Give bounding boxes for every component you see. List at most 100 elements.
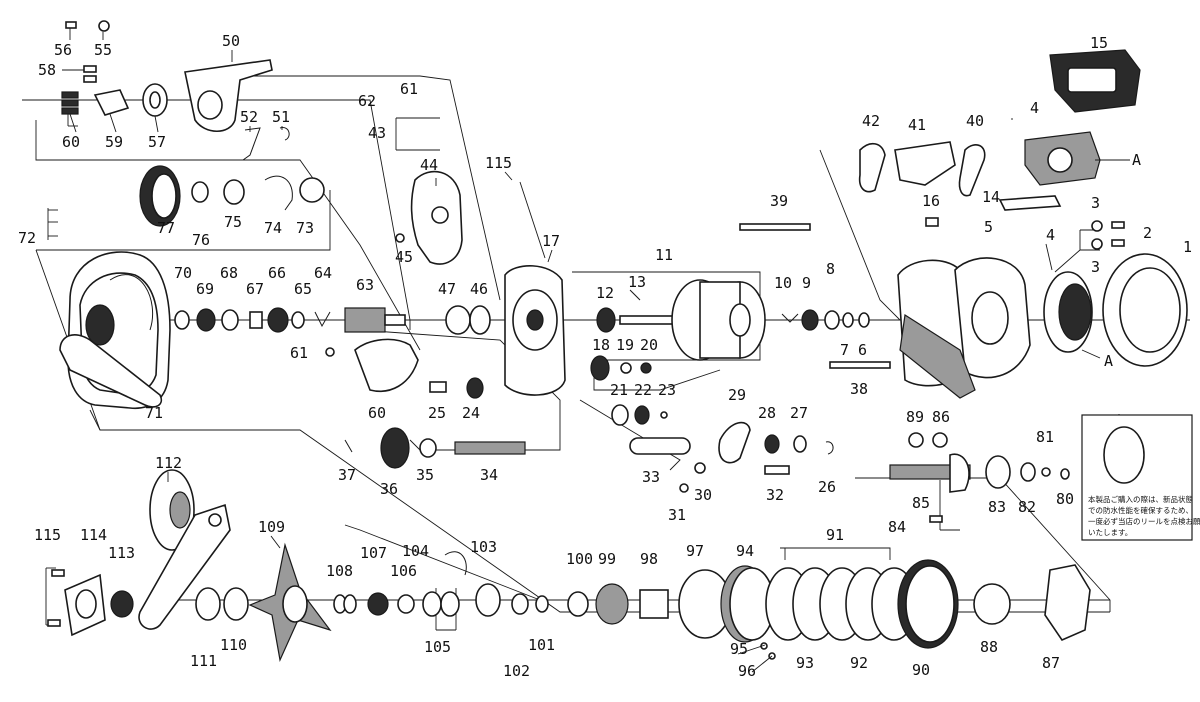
note-line-3: 一度必ず当店のリールを点検お願い — [1088, 516, 1200, 526]
part-label-115: 115 — [485, 154, 512, 172]
part-label-30: 30 — [694, 486, 712, 504]
part-label-39: 39 — [770, 192, 788, 210]
part-label-78: 80 — [1056, 490, 1074, 508]
part-label-77: 77 — [157, 219, 175, 237]
part-label-25: 25 — [428, 404, 446, 422]
part-label-57: 59 — [105, 133, 123, 151]
part-label-47: 47 — [438, 280, 456, 298]
part-label-66: 66 — [268, 264, 286, 282]
part-label-50: 50 — [222, 32, 240, 50]
part-label-102: 104 — [402, 542, 429, 560]
part-label-44: 44 — [420, 156, 438, 174]
part-label-73: 73 — [296, 219, 314, 237]
part-label-101: 103 — [470, 538, 497, 556]
part-label-13: 13 — [628, 273, 646, 291]
pinion-gears — [344, 377, 526, 469]
star-drag-row — [195, 542, 732, 663]
part-label-86: 88 — [980, 638, 998, 656]
callout-a-bottom: A — [1104, 352, 1113, 370]
handle — [138, 469, 231, 630]
spindle-parts-right — [739, 223, 891, 369]
part-label-36: 36 — [380, 480, 398, 498]
part-label-51: 51 — [272, 108, 290, 126]
spindle-parts-left — [174, 307, 406, 333]
drag-washers-gear — [720, 559, 1091, 660]
part-label-108: 110 — [220, 636, 247, 654]
part-label-75: 75 — [224, 213, 242, 231]
part-label-46: 46 — [470, 280, 488, 298]
part-label-53: 55 — [94, 41, 112, 59]
part-label-14: 14 — [982, 188, 1000, 206]
part-label-59: 60 — [368, 404, 386, 422]
part-label-103: 105 — [424, 638, 451, 656]
part-label-62: 62 — [358, 92, 376, 110]
spool — [590, 279, 766, 426]
part-label-92: 94 — [736, 542, 754, 560]
part-label-40: 40 — [966, 112, 984, 130]
part-label-26: 26 — [818, 478, 836, 496]
part-label-89: 91 — [826, 526, 844, 544]
part-label-37: 37 — [338, 466, 356, 484]
label-leaders — [62, 28, 1120, 673]
part-label-76: 76 — [192, 231, 210, 249]
note-line-4: いたします。 — [1088, 528, 1132, 537]
note-line-2: での防水性能を確保するため、 — [1088, 505, 1193, 515]
part-label-22: 22 — [634, 381, 652, 399]
part-label-107: 109 — [258, 518, 285, 536]
part-label-111: 113 — [108, 544, 135, 562]
part-label-71: 71 — [145, 404, 163, 422]
part-label-93: 95 — [730, 640, 748, 658]
part-label-45: 45 — [395, 248, 413, 266]
side-plate-right — [897, 217, 1031, 399]
part-label-3-bottom: 3 — [1091, 258, 1100, 276]
part-label-80: 82 — [1018, 498, 1036, 516]
top-right-housing — [998, 49, 1141, 211]
part-label-90: 92 — [850, 654, 868, 672]
part-label-60: 61 — [290, 344, 308, 362]
part-label-87: 89 — [906, 408, 924, 426]
part-label-98: 100 — [566, 550, 593, 568]
part-label-19: 19 — [616, 336, 634, 354]
part-label-21: 21 — [610, 381, 628, 399]
level-wind — [629, 421, 834, 493]
part-label-28: 28 — [758, 404, 776, 422]
part-label-54: 56 — [54, 41, 72, 59]
part-label-56: 58 — [38, 61, 56, 79]
part-label-31: 31 — [668, 506, 686, 524]
note-line-1: 本製品ご購入の際は、新品状態 — [1088, 494, 1193, 504]
handle-nut-parts — [47, 569, 134, 637]
part-label-82: 84 — [888, 518, 906, 536]
part-label-84: 86 — [932, 408, 950, 426]
drag-shaft — [889, 432, 1070, 523]
part-label-16: 16 — [922, 192, 940, 210]
part-label-8: 8 — [826, 260, 835, 278]
part-label-79: 81 — [1036, 428, 1054, 446]
part-label-15: 15 — [1090, 34, 1108, 52]
part-label-52: 52 — [240, 108, 258, 126]
part-label-33: 33 — [642, 468, 660, 486]
callout-a-top: A — [1132, 151, 1141, 169]
part-label-4-mid: 4 — [1046, 226, 1055, 244]
part-label-11: 11 — [655, 246, 673, 264]
cover-parts — [858, 141, 986, 197]
part-label-24: 24 — [462, 404, 480, 422]
part-label-7: 7 — [840, 341, 849, 359]
part-label-38: 38 — [850, 380, 868, 398]
part-label-70: 70 — [174, 264, 192, 282]
part-label-20: 20 — [640, 336, 658, 354]
part-label-9: 9 — [802, 274, 811, 292]
part-label-18: 18 — [592, 336, 610, 354]
part-label-6: 6 — [858, 341, 867, 359]
part-label-91: 93 — [796, 654, 814, 672]
part-label-12: 12 — [596, 284, 614, 302]
part-label-27: 27 — [790, 404, 808, 422]
part-label-104: 106 — [390, 562, 417, 580]
part-label-34: 34 — [480, 466, 498, 484]
part-label-95: 97 — [686, 542, 704, 560]
part-label-2: 2 — [1143, 224, 1152, 242]
part-label-88: 90 — [912, 661, 930, 679]
part-label-3-top: 3 — [1091, 194, 1100, 212]
left-cup-parts — [139, 165, 325, 227]
part-label-67: 67 — [246, 280, 264, 298]
main-frame — [445, 265, 566, 396]
